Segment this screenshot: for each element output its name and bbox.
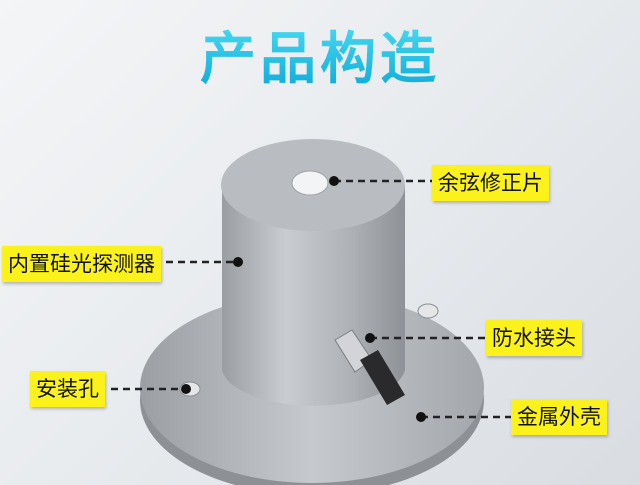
waterproof-connector [334,329,405,405]
callout-dots [181,176,426,422]
label-mounting-hole: 安装孔 [30,371,105,407]
page-title: 产品构造 [0,14,640,95]
callout-lines [111,179,511,419]
label-cosine-corrector: 余弦修正片 [432,165,549,201]
label-waterproof-connector: 防水接头 [486,320,582,356]
label-silicon-detector: 内置硅光探测器 [2,246,161,282]
label-metal-shell: 金属外壳 [511,399,607,435]
